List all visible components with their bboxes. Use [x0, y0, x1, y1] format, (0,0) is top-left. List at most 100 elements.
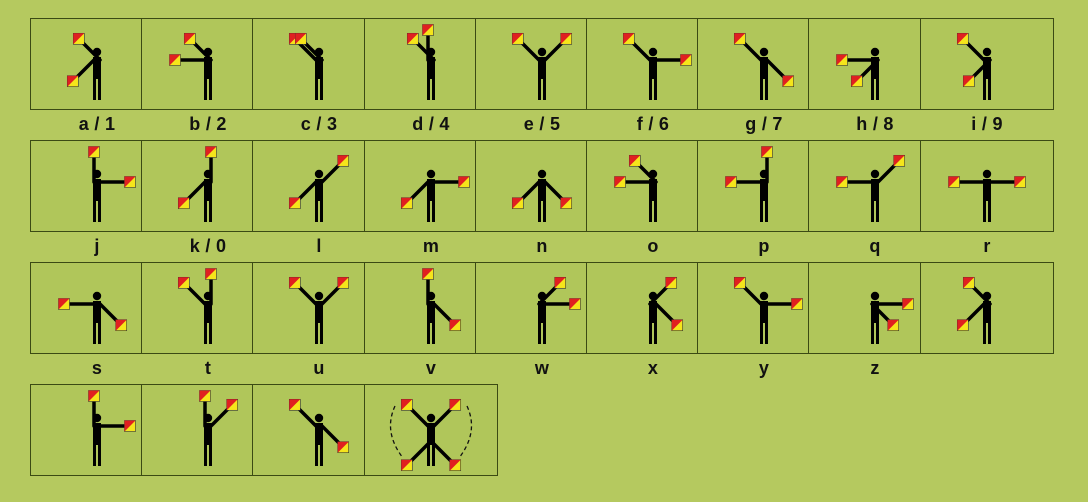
left-flag: [726, 177, 737, 188]
signal-box: [920, 18, 1054, 110]
right-flag: [338, 442, 349, 453]
signal-box: [364, 384, 498, 476]
left-flag: [512, 33, 523, 44]
right-flag: [561, 33, 572, 44]
left-flag: [67, 76, 78, 87]
right-flag: [206, 147, 217, 158]
signaller-figure: [423, 269, 461, 345]
left-flag: [949, 177, 960, 188]
right-flag: [792, 299, 803, 310]
right-flag: [894, 155, 905, 166]
right-low-flag: [450, 460, 461, 471]
left-flag: [512, 198, 523, 209]
right-flag: [450, 399, 461, 410]
left-flag: [734, 33, 745, 44]
signal-box: [920, 262, 1054, 354]
signaller-figure: [67, 33, 101, 100]
right-flag: [338, 277, 349, 288]
left-flag: [623, 33, 634, 44]
signaller-figure: [407, 25, 435, 101]
left-flag: [89, 147, 100, 158]
right-flag: [407, 33, 418, 44]
signaller-figure: [949, 170, 1026, 222]
signaller-figure: [89, 147, 136, 223]
signaller-figure: [871, 292, 914, 344]
right-flag: [125, 177, 136, 188]
right-flag: [206, 269, 217, 280]
signaller-figure: [512, 33, 571, 100]
left-flag: [734, 277, 745, 288]
signaller-figure: [837, 155, 905, 222]
signal-label: i / 9: [920, 114, 1054, 135]
signaller-figure: [538, 277, 581, 344]
left-flag: [837, 55, 848, 66]
left-flag: [888, 320, 899, 331]
right-flag: [73, 33, 84, 44]
left-flag: [957, 320, 968, 331]
right-flag: [762, 147, 773, 158]
signaller-figure: [401, 170, 469, 222]
signaller-figure: [623, 33, 691, 100]
signaller-figure: [89, 391, 136, 467]
signaller-figure: [734, 277, 802, 344]
left-flag: [200, 391, 211, 402]
signaller-figure: [289, 33, 323, 100]
right-flag: [783, 76, 794, 87]
right-flag: [903, 299, 914, 310]
left-flag: [666, 277, 677, 288]
right-flag: [629, 155, 640, 166]
signaller-figure: [289, 155, 348, 222]
left-flag: [289, 277, 300, 288]
left-low-flag: [401, 460, 412, 471]
signaller-figure: [178, 269, 216, 345]
left-flag: [957, 33, 968, 44]
signaller-figure: [837, 48, 880, 100]
signal-box: [920, 140, 1054, 232]
right-flag: [459, 177, 470, 188]
signaller-figure: [200, 391, 238, 467]
right-flag: [338, 155, 349, 166]
signaller-figure: [957, 33, 991, 100]
left-flag: [401, 198, 412, 209]
right-flag: [116, 320, 127, 331]
left-flag: [59, 299, 70, 310]
right-flag: [450, 320, 461, 331]
signaller-figure: [649, 277, 683, 344]
left-flag: [289, 399, 300, 410]
right-flag: [681, 55, 692, 66]
left-flag: [555, 277, 566, 288]
left-flag: [837, 177, 848, 188]
signaller-figure: [512, 170, 571, 222]
right-flag: [963, 277, 974, 288]
left-flag: [423, 269, 434, 280]
right-flag: [963, 76, 974, 87]
signal-label: r: [920, 236, 1054, 257]
signaller-figure: [615, 155, 658, 222]
left-flag: [289, 198, 300, 209]
right-flag: [125, 421, 136, 432]
right-flag: [184, 33, 195, 44]
right-flag: [561, 198, 572, 209]
signaller-figure: [289, 399, 348, 466]
right-flag: [851, 76, 862, 87]
left-flag: [178, 198, 189, 209]
left-flag: [170, 55, 181, 66]
left-flag: [615, 177, 626, 188]
right-flag: [672, 320, 683, 331]
signaller-figure: [726, 147, 773, 223]
signaller-figure: [170, 33, 213, 100]
right-flag: [1015, 177, 1026, 188]
left-flag: [178, 277, 189, 288]
left-flag: [89, 391, 100, 402]
signaller-figure: [957, 277, 991, 344]
signaller-figure: [391, 399, 472, 470]
right-flag: [295, 33, 306, 44]
signal-label: z: [808, 358, 942, 379]
left-flag: [423, 25, 434, 36]
right-flag: [227, 399, 238, 410]
right-flag: [570, 299, 581, 310]
signaller-figure: [59, 292, 127, 344]
signaller-figure: [734, 33, 793, 100]
left-flag: [401, 399, 412, 410]
